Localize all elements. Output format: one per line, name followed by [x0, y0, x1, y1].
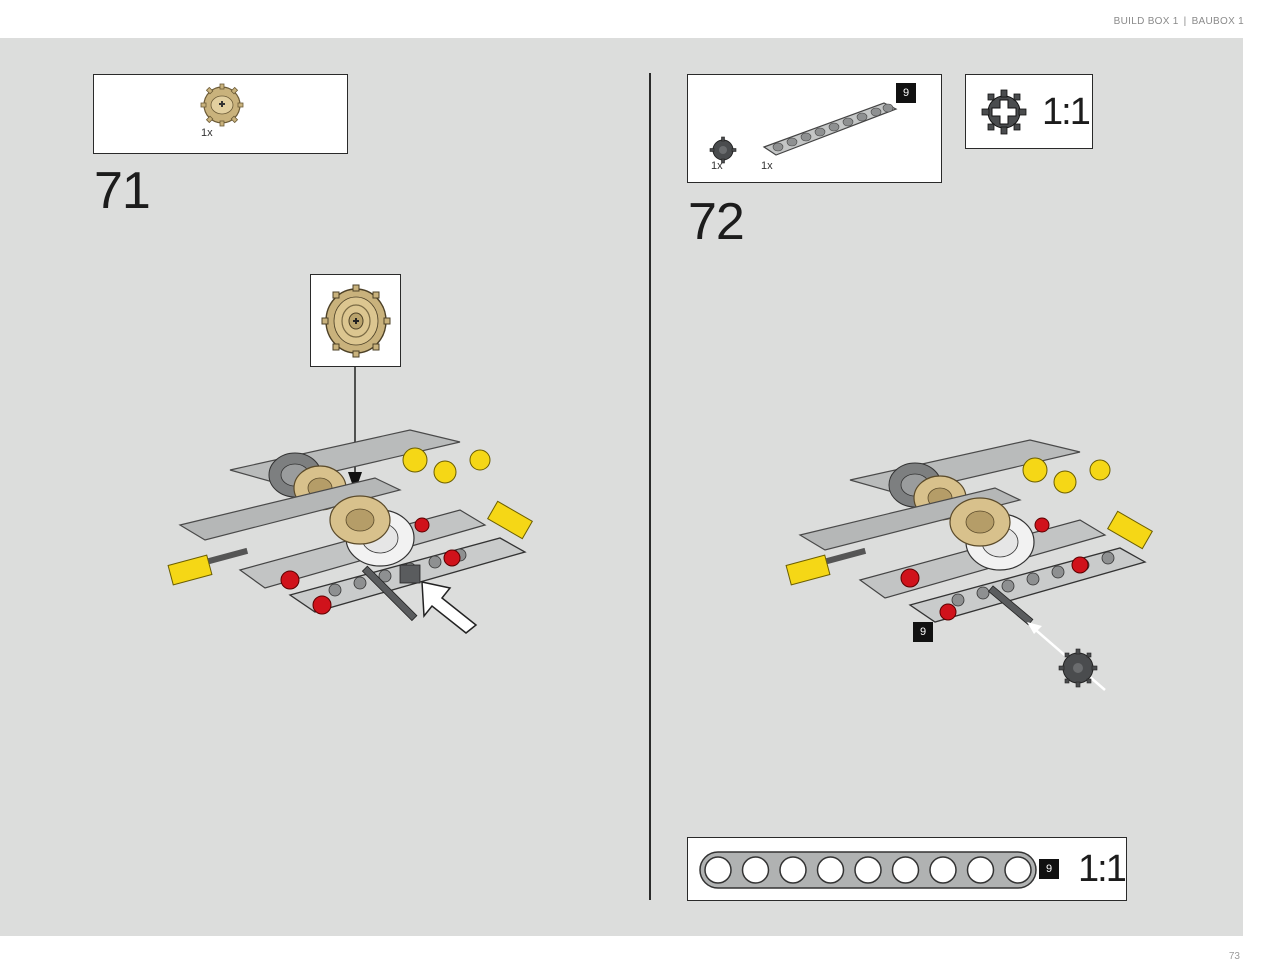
ruler-hole	[704, 856, 732, 884]
insert-arrow-icon	[1027, 622, 1042, 634]
step72-parts-callout: 1x 1x 9	[687, 74, 942, 183]
ruler-hole	[816, 856, 845, 884]
step71-part-qty: 1x	[201, 127, 213, 139]
beam-ruler-icon	[699, 851, 1037, 889]
step72-scale-label: 1:1	[1042, 91, 1091, 133]
ruler-hole	[741, 856, 770, 884]
step72-part2-qty: 1x	[761, 160, 773, 172]
ruler-hole	[929, 856, 957, 884]
down-arrow-icon	[348, 472, 362, 492]
step71-subassembly-callout	[310, 274, 401, 367]
ruler-hole	[854, 856, 882, 884]
step72-scale-callout: 1:1	[965, 74, 1093, 149]
instruction-sheet	[0, 38, 1243, 936]
ruler-hole	[1004, 856, 1032, 884]
beam-ruler-callout: 9 1:1	[687, 837, 1127, 901]
step72-number: 72	[688, 193, 745, 251]
page-header: BUILD BOX 1 | BAUBOX 1	[1114, 16, 1244, 27]
step71-parts-callout: 1x	[93, 74, 348, 154]
tan-gear-icon	[200, 83, 244, 127]
page-number: 73	[1228, 951, 1240, 962]
step-divider	[649, 73, 651, 900]
ruler-hole	[779, 856, 807, 884]
dark-gear-icon	[709, 136, 737, 164]
insert-arrow-icon	[421, 581, 478, 634]
step72-callout-badge: 9	[913, 622, 933, 642]
step71-assembly	[167, 367, 534, 634]
ruler-hole	[891, 856, 920, 884]
header-right: BAUBOX 1	[1191, 16, 1244, 27]
gear-scale-icon	[981, 89, 1027, 135]
ruler-hole	[966, 856, 995, 884]
beam-ruler-length-badge: 9	[1039, 859, 1059, 879]
header-left: BUILD BOX 1	[1113, 16, 1179, 27]
step72-beam-length-badge: 9	[896, 83, 916, 103]
step71-number: 71	[94, 162, 151, 220]
header-separator: |	[1183, 16, 1187, 27]
step72-assembly	[785, 439, 1154, 691]
beam-icon	[762, 102, 898, 156]
beam-ruler-scale-label: 1:1	[1078, 848, 1127, 890]
tan-gear-icon	[321, 284, 391, 358]
step72-part1-qty: 1x	[711, 160, 723, 172]
